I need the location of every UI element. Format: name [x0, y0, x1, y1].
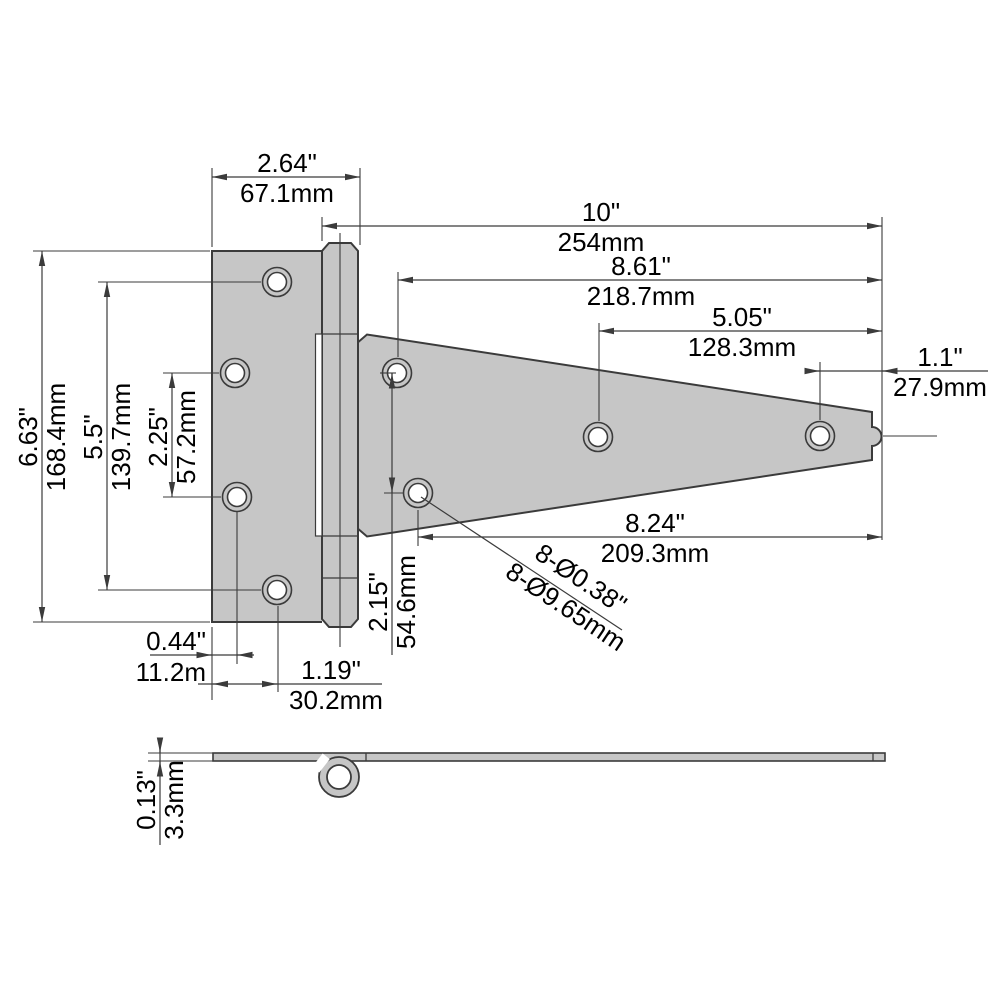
dim-edge-to-center-holes-mm-label: 30.2mm [289, 685, 383, 715]
screw-hole [261, 266, 293, 298]
screw-hole [402, 477, 434, 509]
knuckle-curl-gap [312, 753, 330, 773]
dim-tip-to-hole1-mm-label: 218.7mm [587, 281, 695, 311]
dim-edge-to-holes: 0.44" 11.2m [136, 512, 254, 700]
dim-plate-holes-outer-span: 5.5" 139.7mm [78, 281, 261, 591]
dim-tip-to-hole3: 5.05" 128.3mm [598, 302, 882, 421]
dim-tip-to-hole4-inch-label: 1.1" [917, 342, 962, 372]
dim-plate-holes-inner-span: 2.25" 57.2mm [143, 372, 221, 498]
side-view: 0.13" 3.3mm [131, 737, 886, 845]
dim-tip-to-hole3-mm-label: 128.3mm [688, 332, 796, 362]
dim-tip-to-hole2-inch-label: 8.24" [625, 508, 685, 538]
barrel-knuckle-gap [314, 333, 323, 537]
top-view [211, 233, 937, 647]
dim-plate-width-mm-label: 67.1mm [240, 178, 334, 208]
dim-tip-to-hole2: 8.24" 209.3mm [417, 508, 882, 568]
dim-plate-height: 6.63" 168.4mm [13, 250, 210, 623]
screw-hole [219, 357, 251, 389]
dim-edge-to-holes-inch-label: 0.44" [146, 626, 206, 656]
dim-edge-to-holes-mm-label: 11.2m [136, 657, 206, 687]
screw-hole [221, 481, 253, 513]
screw-hole [261, 574, 293, 606]
dim-tip-to-hole1-inch-label: 8.61" [611, 251, 671, 281]
dim-plate-width: 2.64" 67.1mm [211, 148, 361, 247]
strap-leaf [355, 333, 883, 538]
dim-thickness: 0.13" 3.3mm [131, 737, 215, 845]
dim-plate-holes-outer-span-mm-label: 139.7mm [106, 383, 136, 491]
mounting-plate [211, 250, 322, 623]
dim-tip-to-hole2-mm-label: 209.3mm [601, 538, 709, 568]
screw-hole [582, 421, 614, 453]
side-view-leaf-bar [212, 752, 886, 762]
leader-line [420, 496, 623, 631]
dim-plate-holes-outer-span-inch-label: 5.5" [78, 414, 108, 459]
dim-overall-length: 10" 254mm [321, 197, 883, 540]
dim-strap-holes-vertical: 2.15" 54.6mm [363, 372, 421, 655]
dim-plate-height-inch-label: 6.63" [13, 407, 43, 467]
dim-tip-to-hole3-inch-label: 5.05" [712, 302, 772, 332]
dim-strap-holes-vertical-mm-label: 54.6mm [391, 555, 421, 649]
dim-plate-height-mm-label: 168.4mm [41, 383, 71, 491]
dim-tip-to-hole4-mm-label: 27.9mm [893, 372, 987, 402]
dim-thickness-inch-label: 0.13" [131, 770, 161, 830]
dim-tip-to-hole1: 8.61" 218.7mm [397, 251, 882, 357]
dim-edge-to-center-holes-inch-label: 1.19" [301, 655, 361, 685]
dim-overall-length-inch-label: 10" [582, 197, 620, 227]
dim-plate-holes-inner-span-mm-label: 57.2mm [171, 390, 201, 484]
dim-tip-to-hole4: 1.1" 27.9mm [804, 342, 988, 420]
dim-thickness-mm-label: 3.3mm [159, 760, 189, 839]
side-view-knuckle-curl [312, 753, 360, 798]
dim-overall-length-mm-label: 254mm [558, 227, 645, 257]
dim-edge-to-center-holes: 1.19" 30.2mm [198, 606, 383, 715]
dim-plate-width-inch-label: 2.64" [257, 148, 317, 178]
dim-strap-holes-vertical-inch-label: 2.15" [363, 572, 393, 632]
screw-hole [804, 420, 836, 452]
dim-plate-holes-inner-span-inch-label: 2.25" [143, 407, 173, 467]
